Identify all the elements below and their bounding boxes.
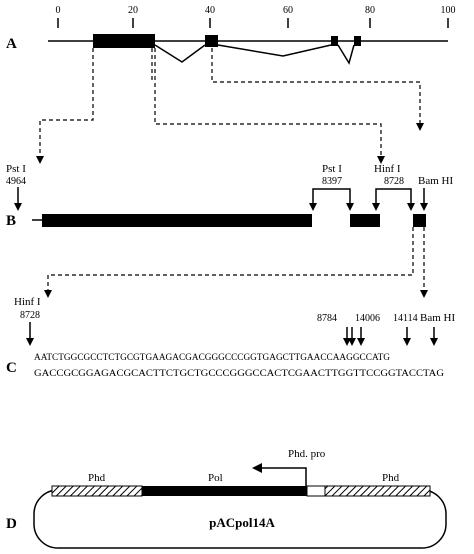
arrowhead: [44, 290, 52, 298]
site-bracket-pst1: [312, 188, 351, 207]
arrowhead: [430, 338, 438, 346]
sequence-top-strand: AATCTGGCGCCTCTGCGTGAAGACGACGGGCCCGGTGAGC…: [34, 352, 390, 363]
phd-right-label: Phd: [382, 472, 400, 484]
site-pst1-left: Pst I: [6, 163, 26, 175]
exon-2: [205, 35, 218, 47]
connector-pst1-left: [39, 48, 94, 160]
site-pst1-left-num: 4964: [6, 176, 26, 187]
arrowhead: [252, 463, 262, 473]
panel-label-a: A: [6, 36, 17, 52]
fragment-1: [42, 214, 312, 227]
fragment-2: [350, 214, 380, 227]
site-c-14114: 14114: [393, 313, 418, 324]
panel-b: B Pst I 4964 Pst I 8397 Hinf I 8728 Bam …: [6, 163, 453, 229]
sequence-bottom-strand: GACCGCGGAGACGCACTTCTGCTGCCCGGGCCACTCGAAC…: [34, 368, 444, 379]
connector-hinf1: [154, 48, 382, 160]
site-pst1-right: Pst I: [322, 163, 342, 175]
site-hinf1: Hinf I: [374, 163, 401, 175]
promoter-label: Phd. pro: [288, 448, 326, 460]
arrowhead: [348, 338, 356, 346]
arrowhead: [377, 156, 385, 164]
arrowhead: [372, 203, 380, 211]
site-hinf1-num: 8728: [384, 176, 404, 187]
arrowhead: [403, 338, 411, 346]
arrowhead: [26, 338, 34, 346]
arrowhead: [420, 290, 428, 298]
arrowhead: [357, 338, 365, 346]
panel-a: A: [6, 34, 448, 65]
pol-label: Pol: [208, 472, 223, 484]
site-pst1-right-num: 8397: [322, 176, 342, 187]
intron-1: [154, 44, 206, 63]
site-c-hinf1-num: 8728: [20, 310, 40, 321]
arrowhead: [346, 203, 354, 211]
connector-hinf1-c: [47, 227, 414, 294]
plasmid-name: pACpol14A: [209, 515, 275, 530]
site-c-bamhi: Bam HI: [420, 312, 455, 324]
site-c-hinf1: Hinf I: [14, 296, 41, 308]
site-bamhi: Bam HI: [418, 175, 453, 187]
arrowhead: [407, 203, 415, 211]
scale-tick-40: 40: [205, 5, 215, 16]
panel-c: C Hinf I 8728 8784 14006 14114 Bam HI AA…: [6, 296, 455, 379]
scale-tick-20: 20: [128, 5, 138, 16]
arrowhead: [309, 203, 317, 211]
exon-4: [354, 36, 361, 46]
intron-2: [217, 44, 332, 57]
scale-tick-80: 80: [365, 5, 375, 16]
arrowhead: [416, 123, 424, 131]
exon-1: [93, 34, 155, 48]
connectors-a-b: [36, 48, 424, 164]
pol-segment: [142, 486, 307, 496]
panel-label-b: B: [6, 213, 16, 229]
scale-tick-60: 60: [283, 5, 293, 16]
phd-left-label: Phd: [88, 472, 106, 484]
arrowhead: [420, 203, 428, 211]
panel-label-d: D: [6, 516, 17, 532]
intron-3: [337, 44, 355, 65]
promoter-arrow: [256, 467, 307, 486]
panel-label-c: C: [6, 360, 17, 376]
fragment-3: [413, 214, 426, 227]
scale-axis: 0 20 40 60 80 100: [56, 5, 456, 28]
connectors-b-c: [44, 227, 428, 298]
phd-right-segment: [324, 485, 431, 497]
site-c-8784: 8784: [317, 313, 337, 324]
arrowhead: [14, 203, 22, 211]
site-c-14006: 14006: [355, 313, 380, 324]
connector-bamhi: [211, 48, 421, 127]
scale-tick-100: 100: [441, 5, 456, 16]
scale-tick-0: 0: [56, 5, 61, 16]
site-bracket-hinf1: [375, 188, 412, 207]
panel-d: D Phd Pol Phd Phd. pro pACpol14A: [6, 448, 447, 549]
promoter-segment: [306, 485, 326, 497]
exon-3: [331, 36, 338, 46]
phd-left-segment: [51, 485, 143, 497]
arrowhead: [36, 156, 44, 164]
